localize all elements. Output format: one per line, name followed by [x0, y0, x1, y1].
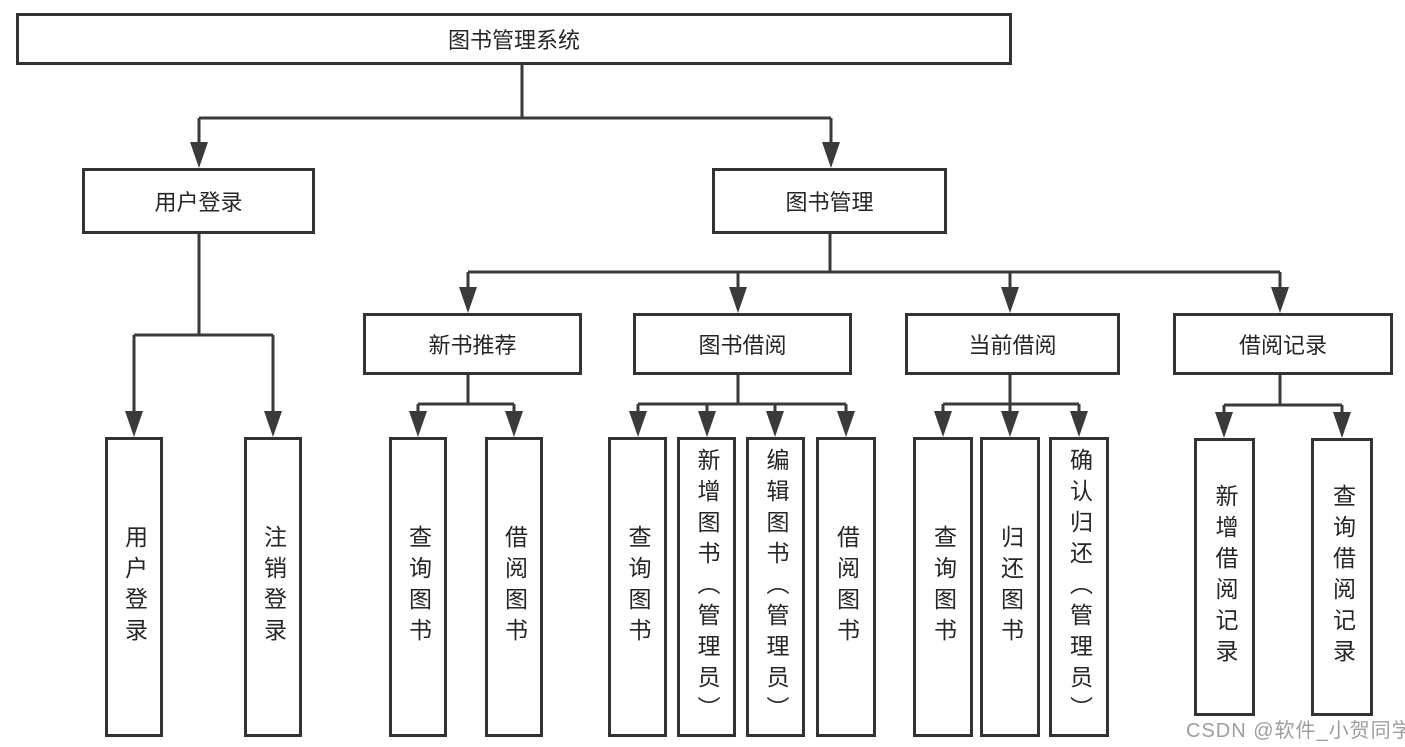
node-leaf-return-books: 归还图书 — [980, 437, 1040, 737]
node-book-borrow: 图书借阅 — [633, 313, 852, 375]
node-leaf-query-books-3: 查询图书 — [913, 437, 973, 737]
node-leaf-add-borrow-record: 新增借阅记录 — [1194, 438, 1255, 716]
node-user-login-branch: 用户登录 — [82, 168, 315, 234]
node-leaf-query-books-2: 查询图书 — [608, 437, 667, 737]
node-leaf-user-login: 用户登录 — [105, 437, 163, 737]
node-borrow-records: 借阅记录 — [1173, 313, 1393, 375]
node-leaf-query-books-1: 查询图书 — [389, 437, 447, 737]
node-leaf-borrow-books-1: 借阅图书 — [485, 437, 543, 737]
node-current-borrow: 当前借阅 — [905, 313, 1120, 375]
arrowheads — [125, 142, 1351, 438]
node-leaf-confirm-return-admin: 确认归还（管理员） — [1049, 437, 1109, 737]
node-leaf-query-borrow-record: 查询借阅记录 — [1311, 438, 1373, 716]
node-new-book-recommend: 新书推荐 — [363, 313, 582, 375]
node-leaf-logout: 注销登录 — [244, 437, 302, 737]
node-leaf-borrow-books-2: 借阅图书 — [816, 437, 876, 737]
watermark: CSDN @软件_小贺同学 — [1186, 720, 1405, 742]
node-book-management-branch: 图书管理 — [712, 168, 947, 234]
node-leaf-edit-books-admin: 编辑图书（管理员） — [746, 437, 805, 737]
node-leaf-add-books-admin: 新增图书（管理员） — [677, 437, 736, 737]
node-root-system: 图书管理系统 — [16, 13, 1012, 65]
